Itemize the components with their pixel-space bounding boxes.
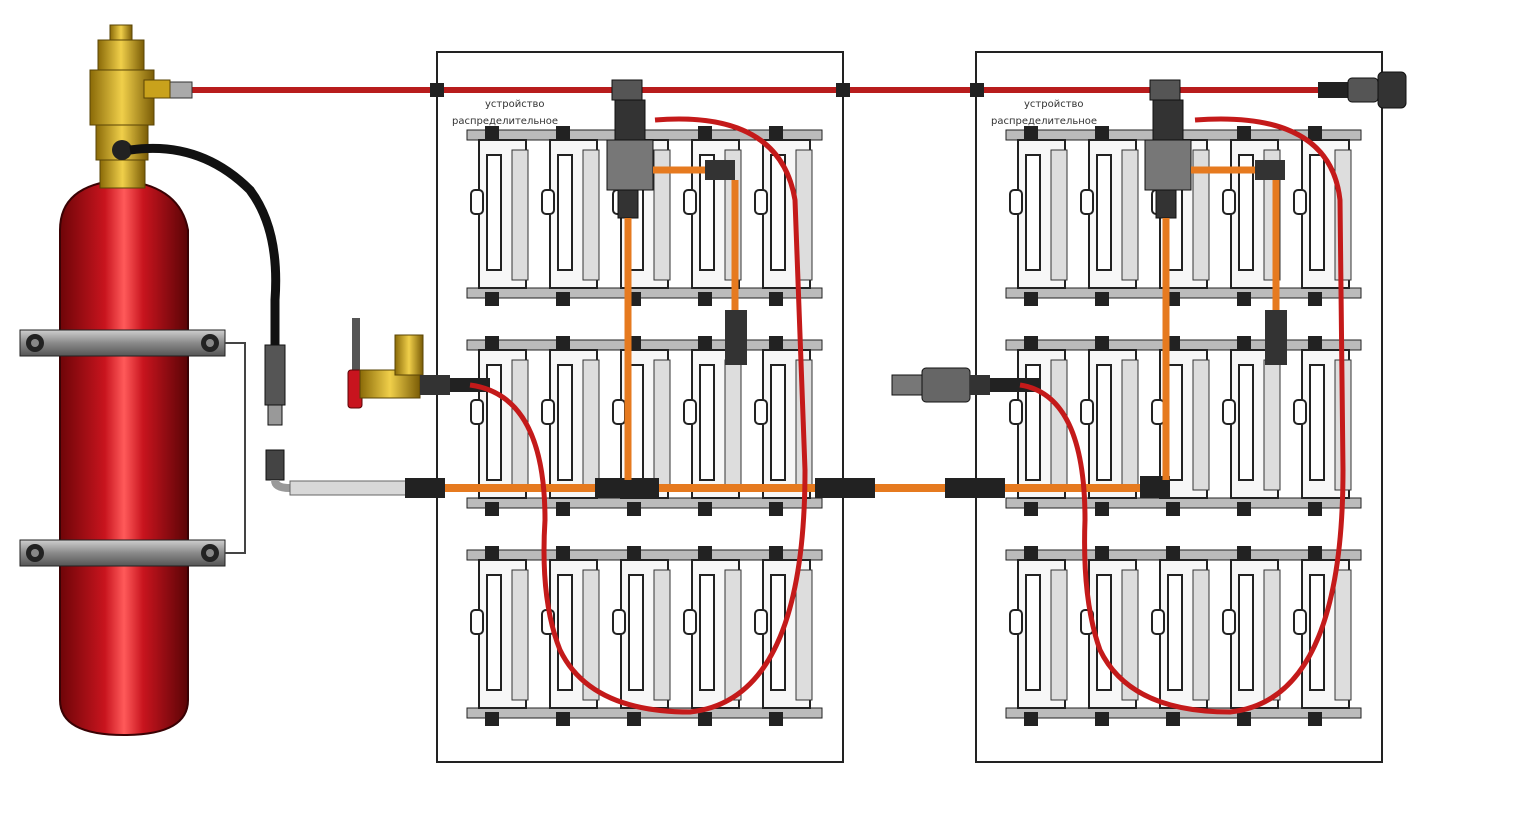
battery-module: [1009, 546, 1068, 726]
cabinet-2: устройство распределительное: [975, 51, 1383, 763]
battery-module: [541, 126, 600, 306]
cylinder-clamp-bands: [19, 329, 246, 567]
battery-module: [1009, 126, 1068, 306]
rack-shelf: [1005, 546, 1362, 726]
battery-module: [541, 546, 600, 726]
battery-module: [1222, 336, 1281, 516]
main-line-end-plug: [1318, 71, 1407, 109]
battery-module: [470, 126, 529, 306]
battery-module: [683, 336, 742, 516]
cylinder-valve-head: [89, 24, 171, 161]
rack-shelf: [466, 336, 823, 516]
detection-loop-cabinet-1: [469, 116, 808, 715]
rack-shelf: [1005, 336, 1362, 516]
battery-module: [470, 546, 529, 726]
manual-release-valve: [347, 318, 490, 409]
battery-module: [754, 546, 813, 726]
battery-module: [1222, 126, 1281, 306]
distribution-device-1: [606, 79, 747, 480]
battery-module: [1293, 546, 1352, 726]
battery-module: [683, 546, 742, 726]
gas-cylinder: [59, 159, 189, 737]
battery-module: [754, 126, 813, 306]
cabinet-label-line2: распределительное: [452, 116, 558, 127]
pressure-actuator: [891, 367, 1040, 403]
battery-module: [470, 336, 529, 516]
battery-module: [1151, 546, 1210, 726]
battery-module: [1009, 336, 1068, 516]
battery-module: [612, 546, 671, 726]
battery-module: [1080, 546, 1139, 726]
cabinet-label-line1: устройство: [485, 99, 545, 110]
middle-manifold-pipe: [289, 476, 1170, 498]
distribution-device-2: [1144, 79, 1287, 480]
cabinet-label-line2: распределительное: [991, 116, 1097, 127]
main-top-pipe: [169, 81, 1400, 99]
cabinet-label-line1: устройство: [1024, 99, 1084, 110]
battery-module: [541, 336, 600, 516]
rack-shelf: [466, 546, 823, 726]
cabinets-group: устройство распределительное устройство рас…: [436, 51, 1383, 763]
battery-module: [1080, 126, 1139, 306]
detection-loop-cabinet-2: [1019, 116, 1346, 715]
flexible-hose: [129, 143, 291, 492]
